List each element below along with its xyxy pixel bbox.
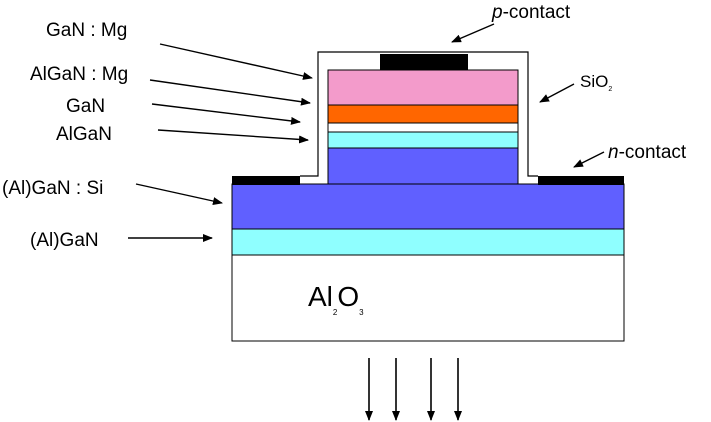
algan-buffer-layer [231,228,625,256]
sio2-arrow-icon [539,83,575,103]
algan-si-label: (Al)GaN : Si [2,178,103,199]
gan-mg-arrow-icon [159,43,313,80]
algan-buffer-label: (Al)GaN [30,230,99,251]
algan-arrow-icon [157,129,309,144]
gan-thin-layer [327,122,519,133]
algan-layer [327,131,519,149]
n-contact-pad-right [538,176,624,185]
algan-mg-layer [327,69,519,106]
mesa-si-doped-layer [327,147,519,185]
substrate-label: Al2O3 [308,281,364,317]
p-contact-arrow-icon [451,23,495,43]
p-contact-label: p-contact [491,2,571,23]
gan-mg-label: GaN : Mg [46,20,127,41]
n-contact-pad-left [232,176,300,185]
sio2-passivation [300,51,538,177]
n-contact-label: n-contact [608,142,687,163]
sio2-label: SiO2 [580,72,612,93]
algan-mg-arrow-icon [149,79,311,106]
sapphire-substrate [231,254,625,342]
algan-mg-label: AlGaN : Mg [30,64,128,85]
algan-label: AlGaN [56,124,112,145]
si-doped-layer [231,183,625,230]
n-contact-arrow-icon [573,151,605,168]
gan-label: GaN [66,96,105,117]
algan-si-arrow-icon [135,183,223,205]
p-contact-pad [380,54,468,70]
gan-active-layer [327,104,519,124]
gan-arrow-icon [151,103,301,125]
